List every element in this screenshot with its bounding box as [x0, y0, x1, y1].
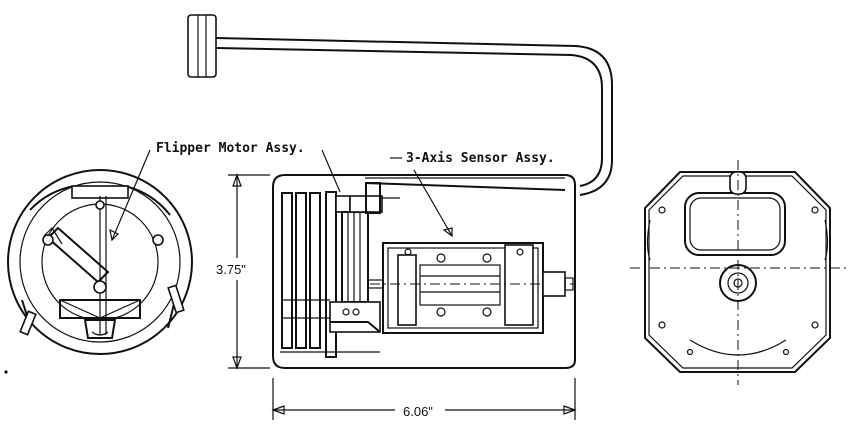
cable: [215, 37, 613, 196]
cable-connector: [187, 14, 217, 78]
flipper-motor-label: Flipper Motor Assy.: [156, 141, 305, 156]
right-end-view: [630, 160, 848, 385]
sensor-leader: [413, 169, 453, 237]
side-view: [272, 174, 576, 369]
flipper-leader-left: [111, 149, 151, 241]
stray-dot: [4, 370, 8, 374]
length-dimension: [271, 378, 577, 420]
sensor-assy-label: 3-Axis Sensor Assy.: [406, 151, 555, 166]
height-dim-label: 3.75": [216, 262, 246, 277]
height-dimension: [228, 173, 270, 370]
length-dim-label: 6.06": [403, 404, 433, 419]
left-end-view: [7, 169, 193, 355]
flipper-leader-right: [321, 149, 341, 193]
